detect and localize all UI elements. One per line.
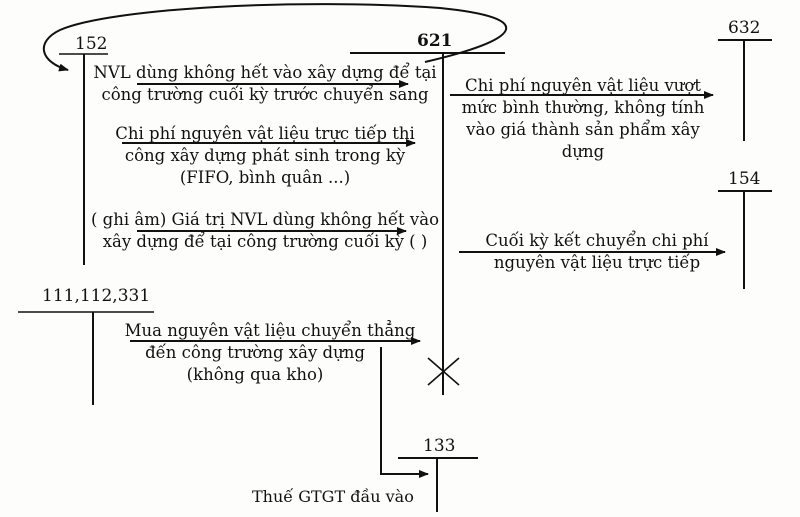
- entry-e2-line3: (FIFO, bình quân ...): [179, 168, 351, 187]
- entry-e3-line2: xây dựng để tại công trường cuối kỳ ( ): [102, 232, 428, 251]
- entry-e4-line2: mức bình thường, không tính: [461, 98, 705, 117]
- t-account-154: [718, 190, 772, 289]
- entry-e6-line3: (không qua kho): [186, 365, 324, 384]
- arrow-e7: [380, 347, 429, 478]
- entry-e1-text: NVL dùng không hết vào xây dựng để tại c…: [90, 62, 440, 106]
- account-621-label: 621: [417, 31, 453, 51]
- entry-e5-line2: nguyên vật liệu trực tiếp: [493, 253, 701, 272]
- account-154-label: 154: [728, 169, 761, 189]
- t-account-621: [350, 52, 505, 395]
- t-account-152: [59, 53, 108, 265]
- entry-e3-line1: ( ghi âm) Giá trị NVL dùng không hết vào: [90, 210, 440, 229]
- entry-e4-line1: Chi phí nguyên vật liệu vượt: [465, 76, 701, 95]
- entry-e2-text: Chi phí nguyên vật liệu trực tiếp thi cô…: [90, 123, 440, 189]
- entry-e5-line1: Cuối kỳ kết chuyển chi phí: [485, 231, 709, 250]
- t-account-111-112-331: [18, 311, 154, 405]
- entry-e4-text: Chi phí nguyên vật liệu vượt mức bình th…: [448, 75, 718, 163]
- account-133-label: 133: [423, 436, 456, 456]
- entry-e3-text: ( ghi âm) Giá trị NVL dùng không hết vào…: [90, 209, 440, 253]
- entry-e6-text: Mua nguyên vật liệu chuyển thẳng đến côn…: [120, 320, 420, 386]
- entry-e5-text: Cuối kỳ kết chuyển chi phí nguyên vật li…: [462, 230, 732, 274]
- entry-e4-line4: dựng: [561, 142, 605, 161]
- account-152-label: 152: [75, 34, 108, 54]
- account-632-label: 632: [728, 18, 761, 38]
- closing-cross-icon: [427, 357, 460, 386]
- account-111-112-331-label: 111,112,331: [42, 286, 151, 306]
- entry-e7-text: Thuế GTGT đầu vào: [252, 487, 414, 506]
- entry-e6-line2: đến công trường xây dựng: [145, 343, 365, 362]
- entry-e6-line1: Mua nguyên vật liệu chuyển thẳng: [124, 321, 416, 340]
- entry-e1-line2: công trường cuối kỳ trước chuyển sang: [101, 85, 429, 104]
- entry-e4-line3: vào giá thành sản phẩm xây: [466, 120, 700, 139]
- entry-e2-line1: Chi phí nguyên vật liệu trực tiếp thi: [115, 124, 415, 143]
- t-account-632: [718, 39, 772, 141]
- entry-e2-line2: công xây dựng phát sinh trong kỳ: [124, 146, 406, 165]
- t-account-133: [398, 457, 478, 512]
- reversal-curve-arrow: [42, 3, 508, 72]
- entry-e1-line1: NVL dùng không hết vào xây dựng để tại: [93, 63, 437, 82]
